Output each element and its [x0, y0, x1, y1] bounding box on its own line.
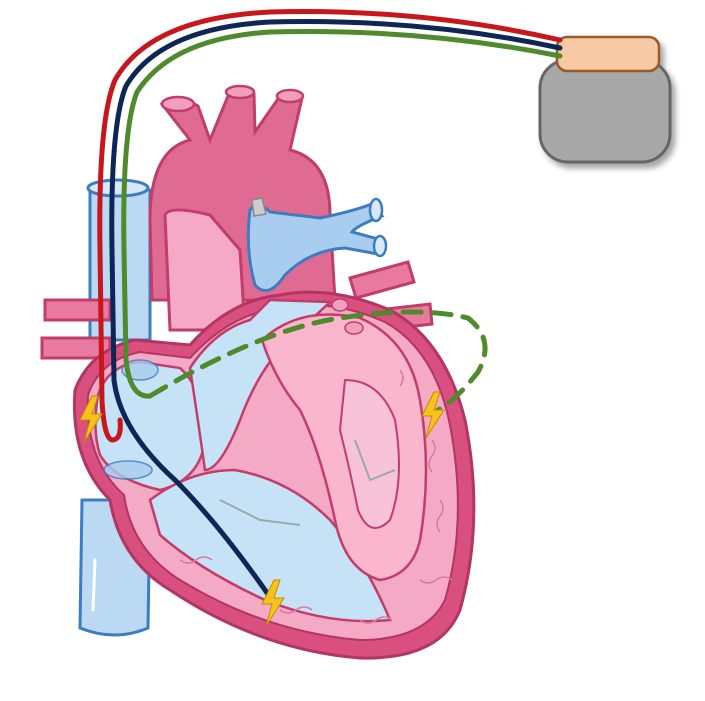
lightning-icon-lv	[421, 391, 445, 439]
right-ventricular-lead	[109, 19, 563, 603]
heart	[72, 197, 476, 660]
pacemaker-header	[555, 35, 661, 73]
mitral-valve	[354, 439, 396, 482]
pacing-leads	[97, 9, 563, 603]
lightning-icon-atrium	[79, 395, 103, 443]
right-ventricle	[148, 468, 392, 623]
lightning-icon-rv	[261, 579, 285, 627]
left-ventricular-lead-dashed	[147, 309, 488, 413]
vena-cava-opening	[86, 178, 150, 198]
lightning-icon	[79, 391, 445, 627]
right-atrial-lead	[97, 9, 563, 443]
muscle-texture	[179, 369, 453, 624]
left-ventricle-cavity	[338, 378, 400, 529]
pulmonary-trunk	[188, 298, 334, 472]
left-ventricular-lead	[121, 29, 563, 399]
pacemaker-body	[538, 58, 672, 164]
tricuspid-valve	[219, 499, 301, 526]
pacemaker-icon	[538, 35, 672, 164]
